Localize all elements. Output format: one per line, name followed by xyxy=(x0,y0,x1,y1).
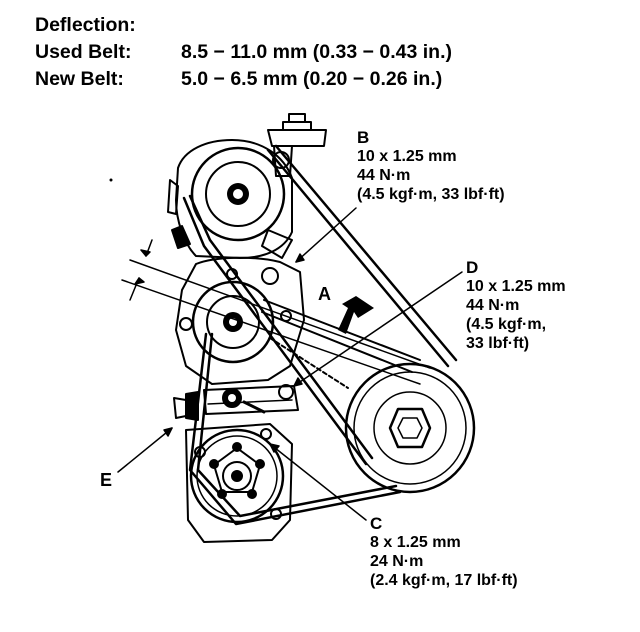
callout-b-size: 10 x 1.25 mm xyxy=(357,148,457,165)
callout-c-size: 8 x 1.25 mm xyxy=(370,534,461,551)
callout-d-letter: D xyxy=(466,258,479,277)
new-belt-row: New Belt: 5.0 − 6.5 mm (0.20 − 0.26 in.) xyxy=(35,66,452,93)
callout-b-alt: (4.5 kgf·m, 33 lbf·ft) xyxy=(357,186,505,203)
tensioner-assembly xyxy=(173,384,299,421)
crankshaft-pulley xyxy=(344,362,476,494)
callout-b-torque: 44 N·m xyxy=(357,167,411,184)
callout-e-letter: E xyxy=(100,470,113,490)
drive-belt-middle xyxy=(261,299,421,389)
callout-d: D 10 x 1.25 mm 44 N·m (4.5 kgf·m, 33 lbf… xyxy=(466,258,566,353)
used-belt-label: Used Belt: xyxy=(35,41,132,63)
used-belt-row: Used Belt: 8.5 − 11.0 mm (0.33 − 0.43 in.… xyxy=(35,39,452,66)
deflection-spec: Deflection: Used Belt: 8.5 − 11.0 mm (0.3… xyxy=(35,12,452,93)
force-arrow-a xyxy=(338,296,374,334)
drive-belt-outer xyxy=(182,144,458,466)
callout-leaders xyxy=(117,207,463,521)
callout-b-letter: B xyxy=(357,128,370,147)
deflection-measurement-lines xyxy=(121,239,431,385)
callout-a-letter: A xyxy=(318,284,331,304)
compressor xyxy=(185,423,293,543)
callout-d-size: 10 x 1.25 mm xyxy=(466,278,566,295)
deflection-title: Deflection: xyxy=(35,14,136,36)
callout-c-alt: (2.4 kgf·m, 17 lbf·ft) xyxy=(370,572,518,589)
new-belt-label: New Belt: xyxy=(35,68,124,90)
callout-d-alt-2: 33 lbf·ft) xyxy=(466,335,530,352)
callout-c-letter: C xyxy=(370,514,383,533)
callout-c-torque: 24 N·m xyxy=(370,553,424,570)
alternator xyxy=(167,139,293,259)
drive-belt-lower xyxy=(188,332,402,526)
used-belt-value: 8.5 − 11.0 mm (0.33 − 0.43 in.) xyxy=(181,41,453,63)
callout-c: C 8 x 1.25 mm 24 N·m (2.4 kgf·m, 17 lbf·… xyxy=(370,514,518,590)
stray-dot xyxy=(109,178,113,182)
callout-d-alt-1: (4.5 kgf·m, xyxy=(466,316,547,333)
new-belt-value: 5.0 − 6.5 mm (0.20 − 0.26 in.) xyxy=(181,68,443,90)
callout-d-torque: 44 N·m xyxy=(466,297,520,314)
callout-b: B 10 x 1.25 mm 44 N·m (4.5 kgf·m, 33 lbf… xyxy=(357,128,505,204)
